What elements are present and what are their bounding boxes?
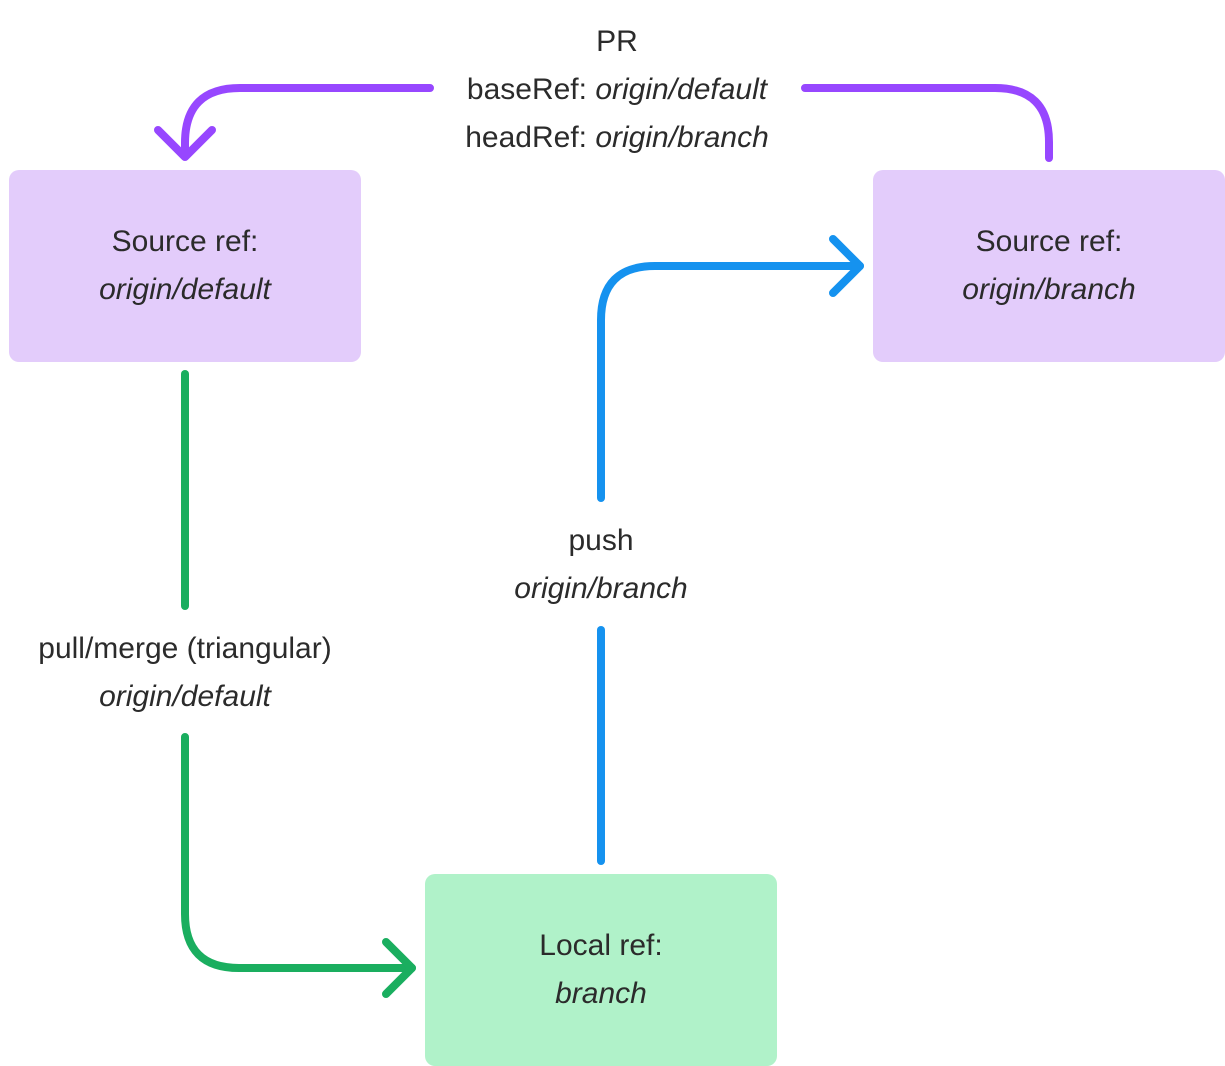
push-arrow-line-upper [597, 262, 864, 502]
pull-arrowhead [382, 938, 416, 998]
push-action: push [568, 524, 634, 557]
pr-head-ref: origin/branch [595, 121, 769, 154]
push-arrowhead [829, 235, 864, 297]
source-ref-default-node: Source ref: origin/default [9, 170, 361, 362]
local-ref-node: Local ref: branch [425, 874, 777, 1066]
pr-base-ref: origin/default [595, 73, 768, 106]
pr-arrow-line-right [801, 84, 1053, 162]
push-label: push origin/branch [451, 517, 751, 613]
local-ref-ref: branch [555, 977, 647, 1010]
local-ref-title: Local ref: [539, 929, 663, 962]
source-ref-default-ref: origin/default [99, 273, 271, 306]
source-ref-branch-ref: origin/branch [962, 273, 1136, 306]
pr-head-line: headRef: origin/branch [417, 114, 817, 162]
pr-arrowhead [154, 126, 216, 161]
pr-base-label: baseRef: [466, 73, 596, 106]
pr-base-line: baseRef: origin/default [417, 66, 817, 114]
pull-ref: origin/default [99, 680, 271, 713]
source-ref-branch-node: Source ref: origin/branch [873, 170, 1225, 362]
pr-arrow-line-left [181, 84, 434, 160]
source-ref-default-title: Source ref: [111, 225, 259, 258]
pr-label: PR baseRef: origin/default headRef: orig… [417, 18, 817, 162]
pr-head-label: headRef: [465, 121, 596, 154]
pr-title: PR [596, 25, 638, 58]
pull-action: pull/merge (triangular) [38, 632, 332, 665]
pull-label: pull/merge (triangular) origin/default [0, 625, 370, 721]
pull-arrow-line-lower [181, 733, 416, 972]
source-ref-branch-title: Source ref: [975, 225, 1123, 258]
push-ref: origin/branch [514, 572, 688, 605]
